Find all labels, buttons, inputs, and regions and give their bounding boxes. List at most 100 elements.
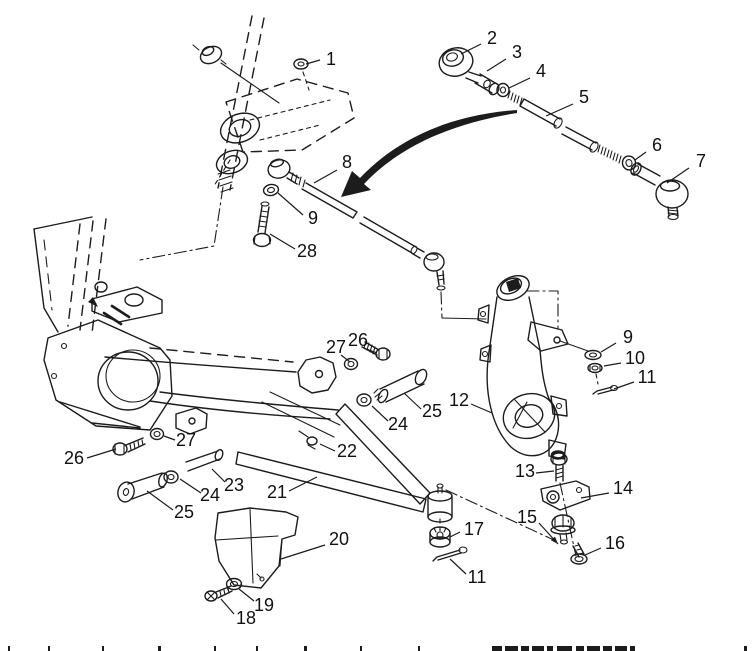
grease-fitting-22 (298, 430, 318, 450)
callout-leader (86, 448, 117, 459)
clipped-caption-fragment (521, 646, 529, 651)
callout-leader (603, 362, 622, 367)
steering-knuckle (477, 275, 619, 460)
spindle-washer-9 (584, 349, 602, 361)
part-labels: 1234567892891011121314151617112019182122… (64, 28, 706, 628)
cotter-pin-11-spindle (592, 384, 619, 395)
part-number-label: 25 (422, 401, 442, 421)
part-number-label: 26 (64, 448, 84, 468)
assembly-direction-arrow (341, 110, 517, 197)
clipped-caption-fragment (418, 646, 420, 651)
bolt-26-lower (112, 437, 146, 456)
bushing-tube-25-lower (117, 472, 168, 503)
part-number-label: 11 (468, 567, 487, 587)
callout-arrowhead (550, 536, 558, 544)
callout-leader (449, 558, 467, 575)
part-number-label: 24 (200, 485, 220, 505)
jam-nut-4 (496, 82, 510, 98)
part-number-label: 3 (512, 42, 522, 62)
castle-nut-17 (429, 518, 451, 548)
callout-leader (545, 103, 574, 117)
clipped-caption-fragment (158, 646, 161, 651)
callout-leader (340, 354, 351, 363)
part-number-label: 18 (236, 608, 256, 628)
callout-leader (535, 470, 555, 474)
part-number-label: 23 (224, 475, 244, 495)
callout-leader (280, 544, 326, 560)
part-number-label: 19 (254, 595, 274, 615)
callout-leader (220, 598, 235, 615)
part-number-label: 5 (579, 87, 589, 107)
part-number-label: 27 (326, 337, 346, 357)
part-number-label: 1 (326, 49, 336, 69)
part-number-label: 17 (464, 519, 484, 539)
ball-joint-housing (427, 483, 453, 523)
bushing-tube-25-upper (373, 368, 428, 404)
callout-leader (486, 58, 507, 72)
callout-leader (371, 405, 389, 422)
callout-leader (584, 547, 602, 556)
callout-leader (634, 151, 647, 161)
part-number-label: 28 (297, 241, 317, 261)
part-number-label: 6 (652, 135, 662, 155)
clipped-caption-fragment (48, 646, 50, 651)
clipped-caption-fragment (8, 646, 10, 651)
bolt-13 (550, 452, 568, 482)
pivot-shaft-23 (185, 448, 224, 472)
callout-leader (313, 169, 338, 184)
clipped-caption-fragment (102, 646, 104, 651)
tie-rod-exploded (438, 47, 689, 221)
callout-leader (319, 443, 336, 452)
part-number-label: 21 (267, 482, 287, 502)
frame (33, 216, 341, 438)
clipped-caption-fragment (603, 646, 612, 651)
washer-24-upper (356, 393, 372, 407)
clipped-caption-fragment (744, 646, 747, 651)
leader-lines (86, 43, 690, 615)
part-number-label: 11 (638, 367, 657, 387)
washer-27-lower (149, 427, 165, 441)
ball-joint-parts (540, 452, 591, 565)
part-number-label: 7 (696, 151, 706, 171)
part-number-label: 10 (625, 348, 645, 368)
callout-leader (179, 478, 202, 494)
callout-leader (666, 167, 690, 184)
part-number-label: 14 (613, 478, 633, 498)
part-number-label: 15 (517, 507, 537, 527)
bolt-18 (204, 585, 233, 602)
callout-leader (269, 233, 296, 250)
callout-leader (460, 43, 482, 55)
callout-leader (600, 342, 617, 353)
part-number-label: 8 (342, 152, 352, 172)
plate-14 (540, 480, 591, 511)
part-number-label: 24 (388, 414, 408, 434)
callout-leader (508, 77, 531, 89)
clipped-caption-fragment (214, 646, 216, 651)
callout-leader (288, 476, 318, 492)
nut-9-pitman (262, 183, 280, 197)
clipped-caption-fragment (557, 646, 572, 651)
clipped-caption-fragment (505, 646, 518, 651)
clipped-caption-fragment (587, 646, 600, 651)
clipped-caption-fragment (547, 646, 553, 651)
clipped-caption-fragment (630, 646, 635, 651)
callout-leader (580, 492, 610, 499)
clipped-caption-fragment (492, 646, 502, 651)
callout-leader (363, 347, 378, 354)
steering-column (139, 15, 355, 261)
clipped-caption-fragment (304, 646, 307, 651)
callout-leader (163, 435, 176, 441)
bolt-16 (570, 542, 588, 565)
part-number-label: 22 (337, 441, 357, 461)
callout-leader (211, 468, 226, 483)
callout-leader (613, 381, 635, 390)
nut-19 (225, 577, 243, 591)
splash-guard (204, 507, 299, 602)
a-arm-assembly (112, 340, 557, 562)
clipped-caption-fragment (532, 646, 544, 651)
tie-rod-installed (252, 158, 487, 320)
callout-leader (146, 490, 174, 511)
bolt-28 (252, 201, 272, 248)
